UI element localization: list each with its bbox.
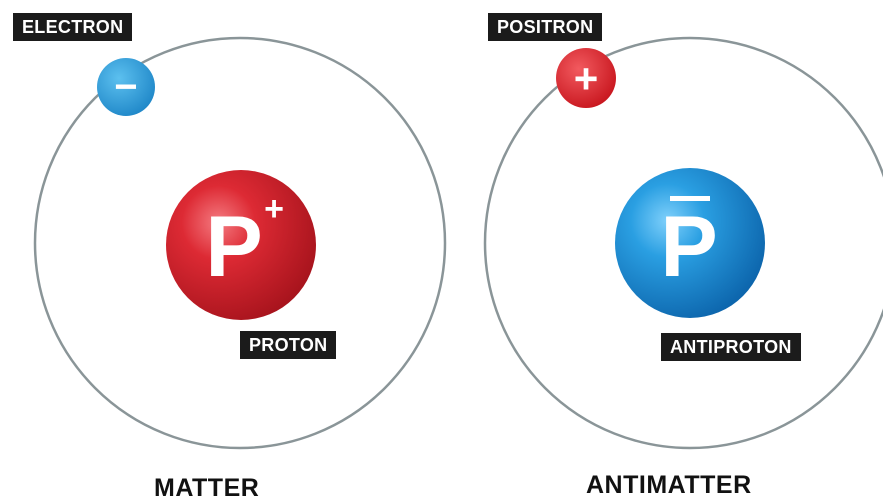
positron-orbit: [483, 36, 883, 450]
proton-charge-sign: +: [264, 190, 284, 228]
antiproton-sphere: [615, 168, 765, 318]
antiproton-label: ANTIPROTON: [661, 333, 801, 361]
proton-sphere: [166, 170, 316, 320]
matter-caption: MATTER: [154, 474, 260, 502]
electron-minus-icon: −: [114, 65, 137, 109]
antimatter-atom: P +: [483, 36, 883, 450]
electron-orbit: [33, 36, 447, 450]
positron-plus-icon: +: [574, 55, 599, 102]
antiproton-bar: [670, 196, 710, 201]
electron-sphere: [97, 58, 155, 116]
electron-label: ELECTRON: [13, 13, 133, 41]
antiproton-letter: P: [660, 199, 717, 295]
proton-label: PROTON: [240, 331, 337, 359]
antimatter-caption: ANTIMATTER: [586, 471, 752, 499]
positron-sphere: [556, 48, 616, 108]
matter-atom: P + −: [33, 36, 447, 450]
positron-label: POSITRON: [488, 13, 603, 41]
proton-letter: P: [205, 199, 262, 295]
